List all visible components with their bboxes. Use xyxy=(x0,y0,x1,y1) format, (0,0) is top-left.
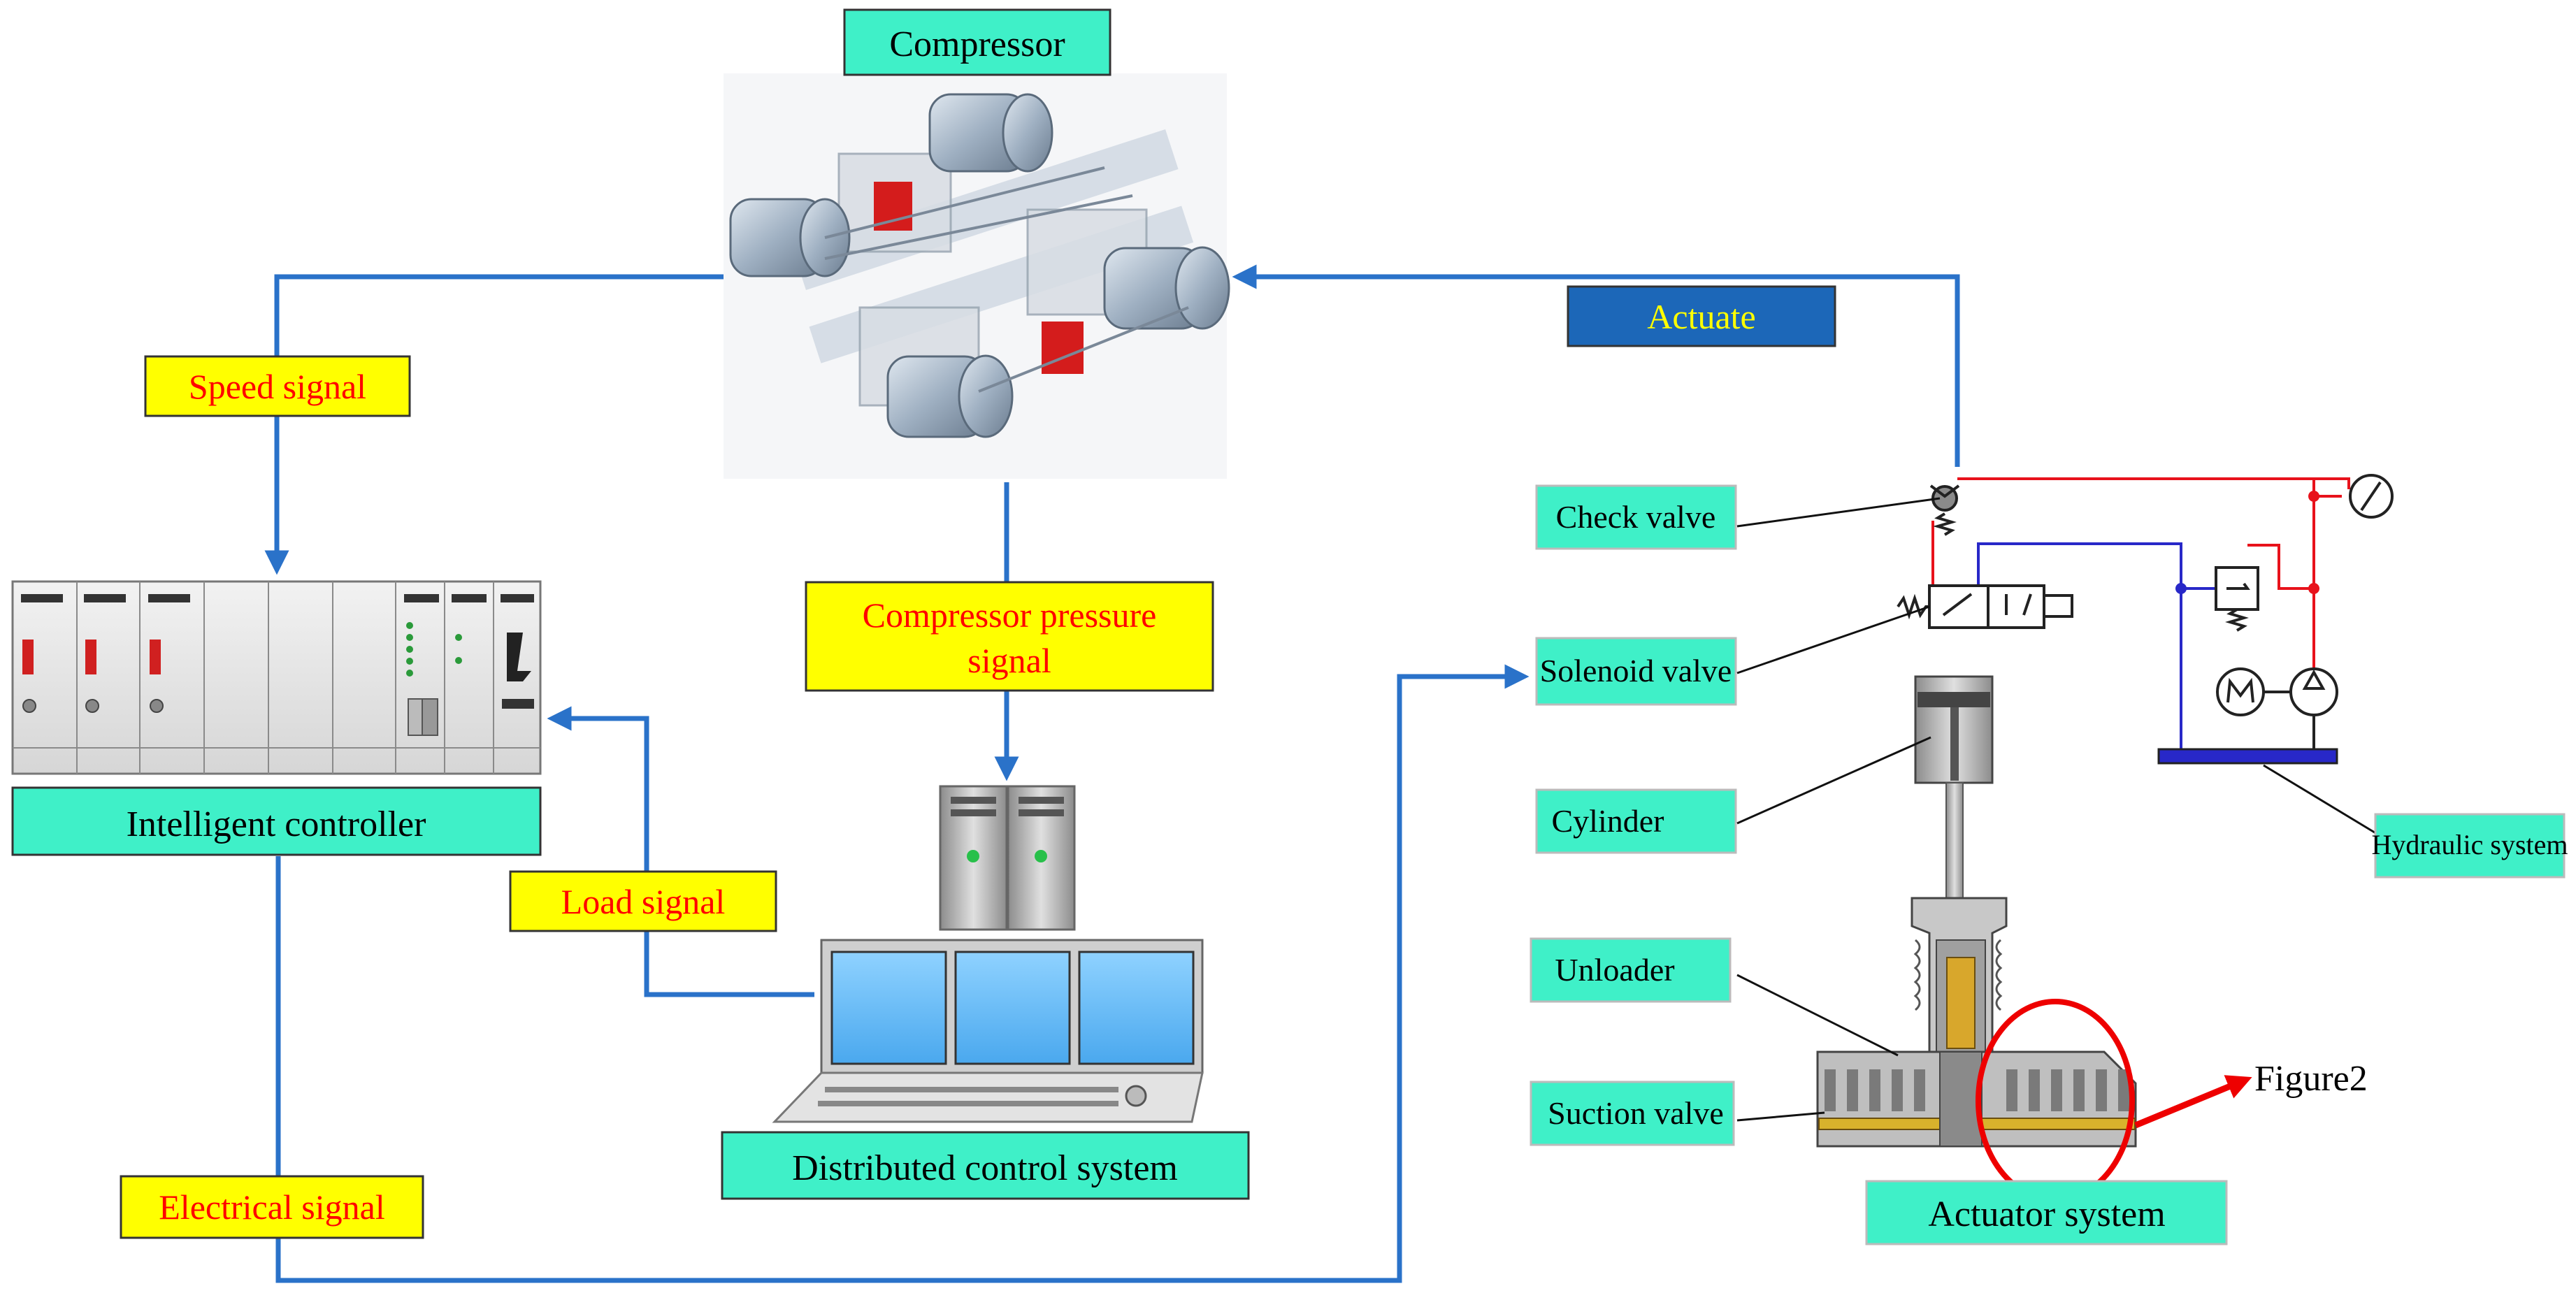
actuate-line xyxy=(1232,264,1960,467)
solenoid-valve-label: Solenoid valve xyxy=(1540,653,1732,688)
unloader-label: Unloader xyxy=(1555,952,1674,988)
load-signal-line xyxy=(547,706,814,997)
electrical-signal-line xyxy=(275,664,1530,1283)
figure2-label: Figure2 xyxy=(2254,1059,2368,1099)
cylinder-label: Cylinder xyxy=(1552,803,1664,839)
check-valve-label: Check valve xyxy=(1556,499,1716,535)
actuator-icon xyxy=(1816,675,2137,1148)
load-signal-box: Load signal xyxy=(509,870,777,932)
hydraulic-circuit-icon xyxy=(1897,474,2394,765)
distributed-control-system-box: Distributed control system xyxy=(721,1131,1250,1200)
compressor-label-box: Compressor xyxy=(843,8,1111,76)
compressor-pressure-signal-box: Compressor pressure signal xyxy=(805,581,1214,692)
cylinder-box: Cylinder xyxy=(1535,788,1737,854)
speed-signal-line xyxy=(264,274,727,575)
intelligent-controller-box: Intelligent controller xyxy=(11,786,542,856)
flow-lines xyxy=(264,264,1960,1283)
callout-lines xyxy=(1736,497,2391,1122)
actuate-label: Actuate xyxy=(1647,297,1755,336)
load-signal-label: Load signal xyxy=(561,882,726,921)
compressor-pressure-label-line2: signal xyxy=(967,641,1051,680)
compressor-label: Compressor xyxy=(889,24,1065,64)
dcs-workstation-icon xyxy=(772,785,1204,1123)
intelligent-controller-label: Intelligent controller xyxy=(127,804,426,844)
hydraulic-system-box: Hydraulic system xyxy=(2371,813,2568,879)
figure2-arrow xyxy=(2134,1075,2252,1129)
check-valve-box: Check valve xyxy=(1535,484,1737,550)
compressor-icon xyxy=(724,73,1230,479)
unloader-box: Unloader xyxy=(1530,937,1732,1003)
suction-valve-box: Suction valve xyxy=(1530,1081,1735,1146)
suction-valve-label: Suction valve xyxy=(1548,1095,1724,1131)
compressor-pressure-label-line1: Compressor pressure xyxy=(863,595,1157,635)
solenoid-valve-box: Solenoid valve xyxy=(1535,637,1737,706)
actuator-system-box: Actuator system xyxy=(1865,1180,2228,1245)
speed-signal-box: Speed signal xyxy=(144,355,411,417)
speed-signal-label: Speed signal xyxy=(189,367,366,406)
electrical-signal-label: Electrical signal xyxy=(159,1187,384,1227)
controller-rack-icon xyxy=(11,580,542,775)
electrical-signal-box: Electrical signal xyxy=(120,1175,424,1239)
distributed-control-system-label: Distributed control system xyxy=(792,1148,1178,1188)
actuate-box: Actuate xyxy=(1567,285,1836,347)
hydraulic-system-label: Hydraulic system xyxy=(2371,829,2568,860)
actuator-system-label: Actuator system xyxy=(1928,1194,2165,1234)
